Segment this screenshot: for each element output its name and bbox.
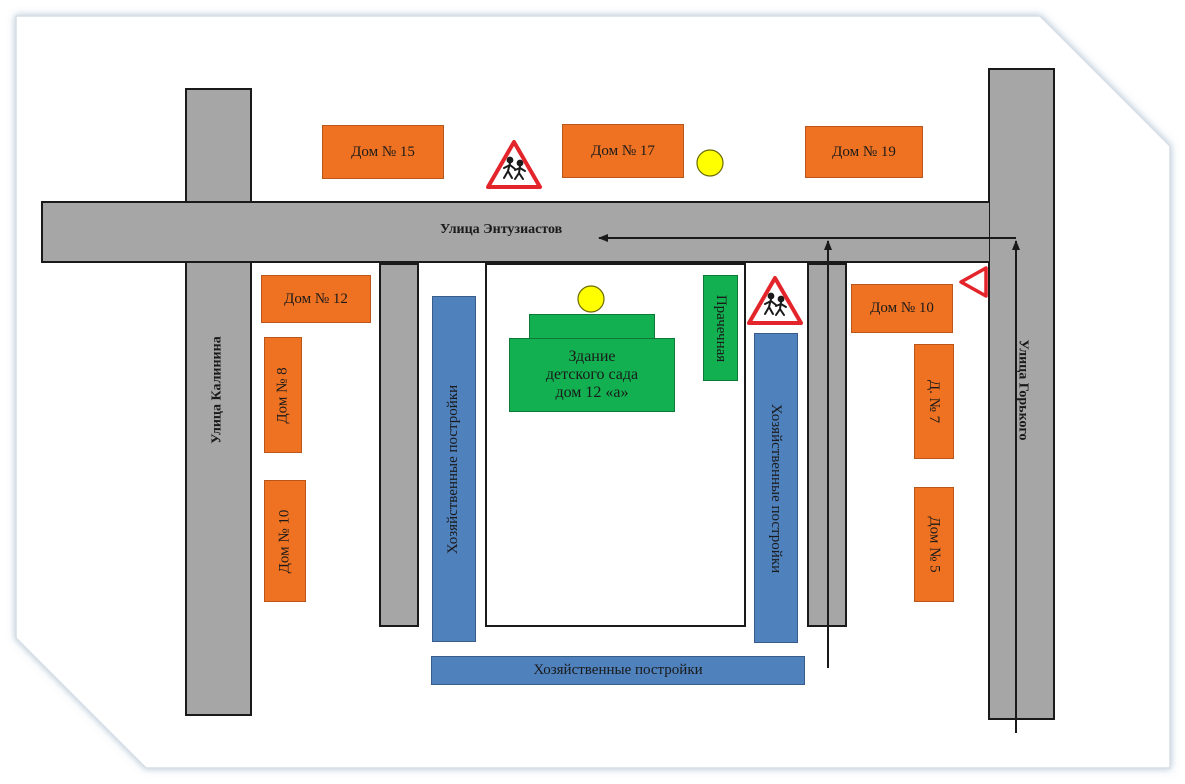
street-label-entuziastov: Улица Энтузиастов (440, 222, 563, 237)
house-5-label: Дом № 5 (926, 516, 943, 573)
house-15: Дом № 15 (322, 125, 444, 179)
sheds-right: Хозяйственные постройки (754, 333, 798, 643)
side-lane-left (379, 263, 419, 627)
house-10-left-label: Дом № 10 (276, 509, 293, 573)
house-7: Д. № 7 (914, 344, 954, 459)
street-label-kalinina: Улица Калинина (210, 336, 225, 444)
kindergarten-label-line2: детского сада (545, 366, 639, 383)
road-gorkogo (988, 68, 1055, 720)
sheds-bottom: Хозяйственные постройки (431, 656, 805, 685)
sheds-left-label: Хозяйственные постройки (445, 384, 462, 554)
road-entuziastov (41, 201, 989, 263)
side-lane-right (807, 263, 847, 627)
house-12: Дом № 12 (261, 275, 371, 323)
street-label-gorkogo: Улица Горького (1015, 339, 1031, 441)
house-7-label: Д. № 7 (926, 379, 943, 424)
house-10-right: Дом № 10 (851, 284, 953, 333)
kindergarten-label-line3: дом 12 «а» (555, 384, 629, 401)
kindergarten-label-line1: Здание (568, 348, 616, 365)
kindergarten-building-top (529, 314, 655, 340)
sheds-right-label: Хозяйственные постройки (768, 403, 785, 573)
house-17: Дом № 17 (562, 124, 684, 178)
kindergarten-building: Здание детского сада дом 12 «а» (509, 338, 675, 412)
sheds-left: Хозяйственные постройки (432, 296, 476, 642)
house-19: Дом № 19 (805, 126, 923, 178)
house-8-label: Дом № 8 (274, 366, 291, 424)
road-kalinina (185, 88, 252, 716)
house-8: Дом № 8 (264, 337, 302, 453)
laundry-label: Прачечная (713, 294, 730, 362)
house-10-left: Дом № 10 (264, 480, 306, 602)
house-5: Дом № 5 (914, 487, 954, 602)
laundry-building: Прачечная (703, 275, 738, 381)
